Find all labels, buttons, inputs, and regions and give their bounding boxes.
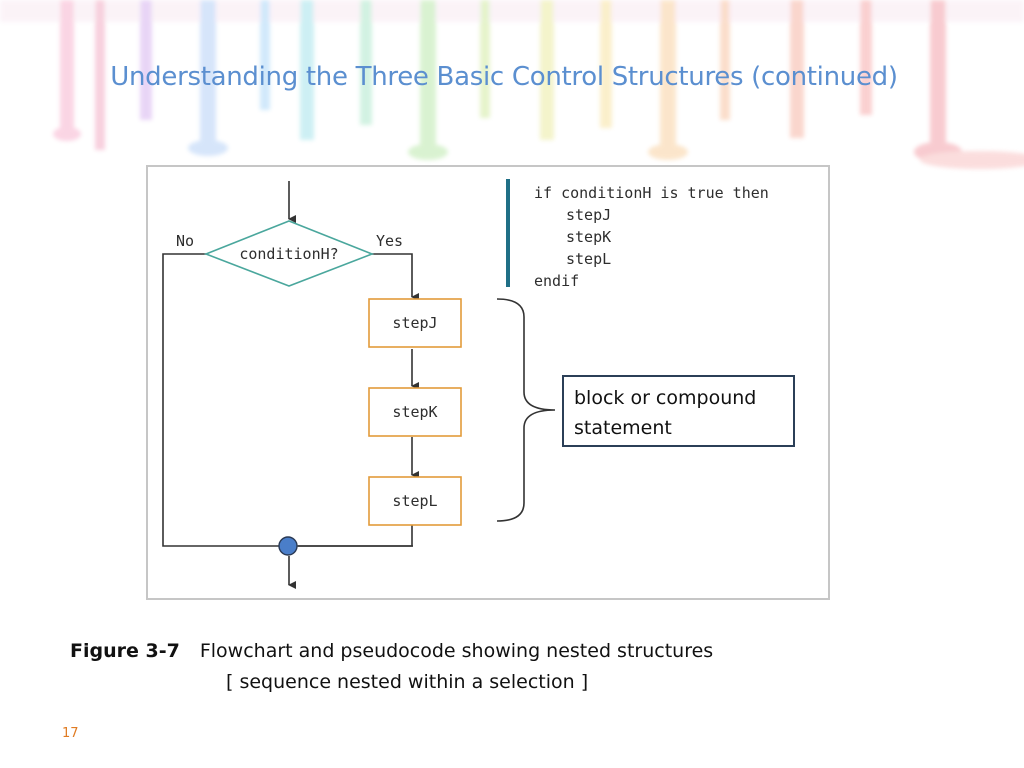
block-statement-callout: block or compound statement — [562, 375, 795, 447]
callout-line-2: statement — [574, 417, 672, 439]
figure-label: Figure 3-7 — [70, 640, 180, 662]
pseudocode-line: endif — [534, 272, 580, 290]
connector-circle — [278, 536, 298, 556]
flowchart: conditionH? No Yes stepJ stepK stepL — [162, 181, 556, 589]
brace — [496, 298, 556, 522]
callout-line-1: block or compound — [574, 387, 757, 409]
caption-subtext: [ sequence nested within a selection ] — [226, 671, 589, 693]
pseudocode-line: if conditionH is true then — [534, 184, 769, 202]
decorative-paint-header — [0, 0, 1024, 169]
page-number: 17 — [62, 726, 79, 741]
figure-caption: Figure 3-7 Flowchart and pseudocode showi… — [70, 636, 713, 698]
slide-title: Understanding the Three Basic Control St… — [110, 62, 898, 92]
pseudocode-line: stepL — [566, 250, 612, 268]
pseudocode-line: stepK — [566, 228, 612, 246]
yes-label: Yes — [376, 232, 403, 250]
yes-branch-line — [372, 253, 419, 301]
caption-text: Flowchart and pseudocode showing nested … — [199, 640, 714, 662]
decision-diamond — [203, 220, 375, 287]
code-bar — [506, 179, 510, 287]
step-box-j — [368, 298, 462, 348]
no-label: No — [176, 232, 194, 250]
step-box-l — [368, 476, 462, 526]
step-label-j: stepJ — [392, 314, 437, 332]
pseudocode-line: stepJ — [566, 206, 612, 224]
step-label-l: stepL — [392, 492, 437, 510]
decision-label: conditionH? — [239, 245, 338, 263]
step-box-k — [368, 387, 462, 437]
pseudocode-block: if conditionH is true then stepJ stepK s… — [534, 182, 769, 292]
step-label-k: stepK — [392, 403, 437, 421]
merge-line — [298, 524, 413, 547]
